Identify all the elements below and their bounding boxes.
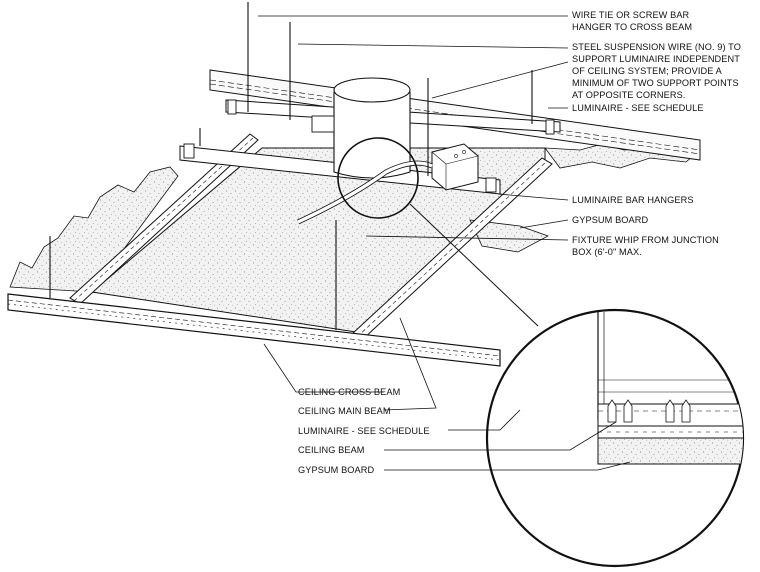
- label-cross-beam: CEILING CROSS BEAM: [298, 387, 400, 397]
- label-luminaire-top: LUMINAIRE - SEE SCHEDULE: [572, 103, 704, 113]
- label-suspension-wire-line4: MINIMUM OF TWO SUPPORT POINTS: [572, 78, 739, 88]
- suspension-wires: [49, 2, 533, 330]
- label-suspension-wire-line2: SUPPORT LUMINAIRE INDEPENDENT: [572, 54, 740, 64]
- label-fixture-whip: FIXTURE WHIP FROM JUNCTION BOX (6'-0" MA…: [572, 235, 719, 257]
- label-fixture-whip-line1: FIXTURE WHIP FROM JUNCTION: [572, 235, 719, 245]
- label-fixture-whip-line2: BOX (6'-0" MAX.: [572, 247, 642, 257]
- luminaire-body: [311, 77, 411, 179]
- leader-lines: [258, 15, 631, 471]
- label-suspension-wire-line1: STEEL SUSPENSION WIRE (NO. 9) TO: [572, 42, 741, 52]
- label-suspension-wire: STEEL SUSPENSION WIRE (NO. 9) TO SUPPORT…: [572, 42, 741, 100]
- label-suspension-wire-line3: OF CEILING SYSTEM; PROVIDE A: [572, 66, 723, 76]
- label-luminaire-detail: LUMINAIRE - SEE SCHEDULE: [298, 426, 430, 436]
- detail-enlargement: [485, 308, 745, 568]
- label-gypsum-detail: GYPSUM BOARD: [298, 465, 375, 475]
- label-wire-tie-line1: WIRE TIE OR SCREW BAR: [572, 10, 690, 20]
- label-suspension-wire-line5: AT OPPOSITE CORNERS.: [572, 90, 685, 100]
- label-main-beam: CEILING MAIN BEAM: [298, 406, 391, 416]
- fixture-whip: [296, 160, 434, 225]
- label-wire-tie: WIRE TIE OR SCREW BAR HANGER TO CROSS BE…: [572, 10, 692, 32]
- label-bar-hangers: LUMINAIRE BAR HANGERS: [572, 195, 694, 205]
- label-gypsum-top: GYPSUM BOARD: [572, 215, 649, 225]
- detail-callout-circle: [337, 137, 419, 219]
- label-wire-tie-line2: HANGER TO CROSS BEAM: [572, 22, 692, 32]
- front-ceiling-cross-beam: [7, 293, 501, 367]
- label-ceiling-beam: CEILING BEAM: [298, 445, 365, 455]
- detail-callout-connector: [409, 203, 539, 327]
- junction-box: [431, 143, 479, 191]
